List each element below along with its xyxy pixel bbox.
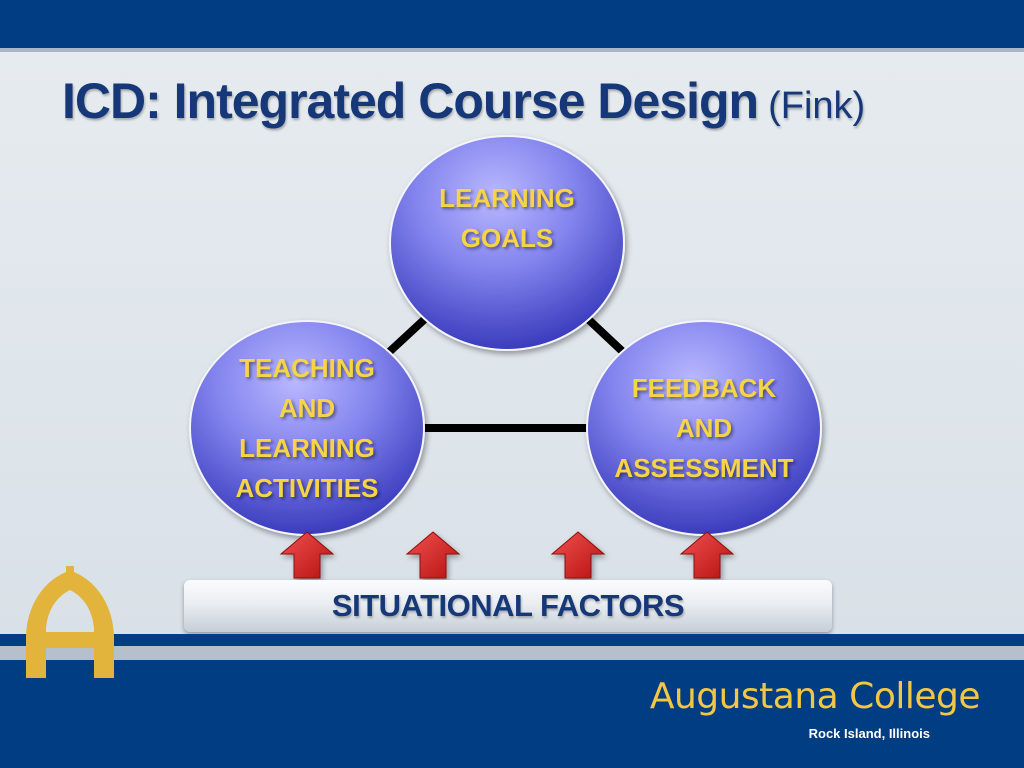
feedback-and-assessment-label: FEEDBACK AND ASSESSMENT bbox=[614, 373, 794, 483]
teaching-and-learning-activities-label: TEACHING AND LEARNING ACTIVITIES bbox=[235, 353, 379, 503]
top-banner bbox=[0, 0, 1024, 48]
college-name: Augustana College bbox=[649, 676, 981, 717]
top-divider bbox=[0, 48, 1024, 52]
slide-title-text: ICD: Integrated Course Design bbox=[62, 73, 759, 129]
slide-title: ICD: Integrated Course Design(Fink) bbox=[62, 66, 865, 141]
slide-subtitle: (Fink) bbox=[768, 85, 866, 127]
augustana-arch-a-icon bbox=[26, 566, 114, 678]
footer-stripe bbox=[0, 646, 1024, 660]
learning-goals-label: LEARNING GOALS bbox=[439, 183, 575, 253]
college-location: Rock Island, Illinois bbox=[808, 726, 930, 741]
situational-factors-label: SITUATIONAL FACTORS bbox=[331, 588, 685, 623]
footer-divider bbox=[0, 634, 1024, 646]
situational-factors-bar: SITUATIONAL FACTORS bbox=[184, 580, 832, 632]
footer-bar bbox=[0, 660, 1024, 768]
